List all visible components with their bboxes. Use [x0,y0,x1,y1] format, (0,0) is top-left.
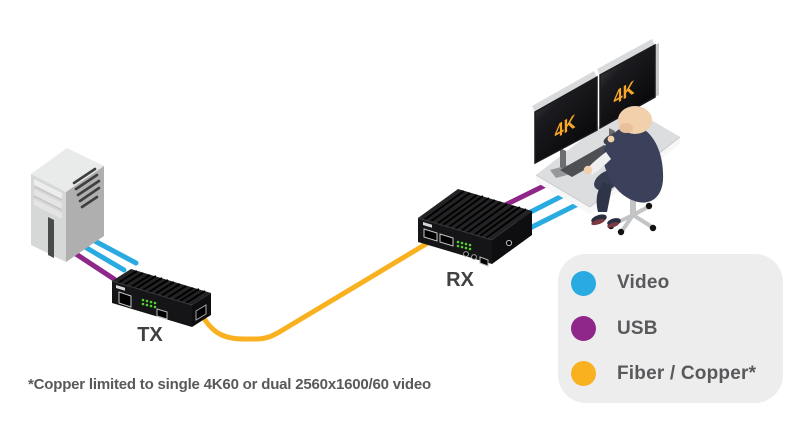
office-chair [607,195,657,236]
rx-label: RX [446,269,474,291]
legend-panel: Video USB Fiber / Copper* [558,254,783,403]
tx-top-ribs [117,270,206,304]
rx-status-leds [456,240,472,251]
tx-usb-port [156,308,168,320]
tower-slot [48,217,54,258]
usb-cable-1 [73,251,117,282]
legend-label-video: Video [617,272,670,294]
rx-hdmi-port-1 [423,228,438,242]
computer-tower-icon [31,148,104,262]
fiber-copper-cable [202,238,434,342]
tower-to-tx-cables [73,236,139,282]
rx-logo [423,222,432,228]
rx-audio-jack-2 [471,254,477,260]
legend-label-usb: USB [617,317,658,339]
drive-bays [33,179,63,219]
rx-top-ribs [423,190,527,239]
monitor-right: 4K [597,39,659,130]
fiber-copper-color-dot [571,361,596,387]
keyboard [560,145,616,177]
rx-side-port [505,239,513,247]
tx-rj45-port [118,291,132,308]
user-hand [583,165,593,175]
user-hand-mouse [607,135,615,143]
monitor-left: 4K [532,71,598,165]
legend-item-usb: USB [558,309,783,349]
tower-vents [72,167,101,209]
rx-audio-jack-1 [463,251,469,257]
legend-item-video: Video [558,263,783,303]
user-figure [583,106,664,228]
tx-status-leds [141,298,157,309]
tx-logo [116,285,125,291]
rx-extender [417,189,532,267]
usb-color-dot [571,316,596,341]
tx-extender [111,269,211,327]
user-arm [587,152,611,175]
rx-hdmi-port-2 [439,233,454,247]
legend-label-fiber-copper: Fiber / Copper* [617,362,757,384]
video-cable-2 [82,244,127,273]
tx-side-port [195,304,207,321]
legend-item-fiber-copper: Fiber / Copper* [558,354,783,394]
copper-limitation-footnote: *Copper limited to single 4K60 or dual 2… [28,376,431,393]
video-color-dot [571,270,596,296]
tx-label: TX [137,324,163,346]
video-cable-1 [88,236,139,266]
user-body [603,125,664,203]
rx-usb-port [479,256,489,267]
